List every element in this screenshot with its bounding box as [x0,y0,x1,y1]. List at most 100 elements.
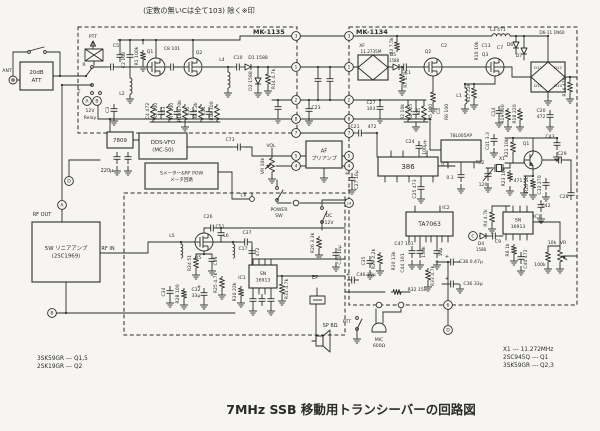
component-label: 10µ [438,248,444,257]
component-label: D4 [478,241,485,247]
component-label: R2 10k [400,104,406,120]
component-label: L6 [223,233,229,239]
component-label: ATT [32,78,43,84]
component-label: + [445,276,449,282]
component-label: R23 10k [501,167,507,186]
diagram-title: 7MHz SSB 移動用トランシーバーの回路図 [226,402,475,417]
pin-1 [344,62,354,72]
component-label: IC1 [238,275,246,281]
component-label: R26 3.3k [310,232,316,253]
component-label: SN [260,271,266,277]
linear-amp-box [31,221,101,283]
component-label: R5 100 [428,104,434,120]
component-label: Relay [84,115,97,121]
component-label: 11.2735M [361,49,382,54]
antenna-connector [8,75,18,85]
component-label: 150k [421,246,427,258]
component-label: 5 [295,154,298,160]
reg-7809-box [106,131,134,149]
pin-2 [344,95,354,105]
component-label: C24 [405,139,414,145]
component-label: 472 [537,114,546,120]
legend-left-line2: 2SK19GR --- Q2 [37,364,83,370]
component-label: R21 10k [504,138,510,157]
pin-C [468,231,478,241]
component-label: C5 [416,108,422,114]
component-label: 220µ [101,168,115,174]
component-label: プリアンプ [311,155,337,162]
component-label: VR [560,240,567,246]
pin-6 [443,300,453,310]
component-label: Q5 [195,255,202,261]
legend-right-line1: X1 --- 11.272MHz [503,347,553,353]
reg-78l005-box [440,139,482,163]
component-label: 20dB [29,70,43,76]
component-label: C1 [405,70,411,76]
component-label: 12V [325,220,335,226]
component-label: D1 1588 [248,55,268,61]
component-label: C8 101 [164,46,180,52]
component-label: C21 [350,124,359,130]
component-label: R [82,62,86,68]
legend-right-line3: 3SK59GR --- Q2,3 [503,363,554,369]
component-label: 120 [479,182,488,188]
pin-7 [291,128,301,138]
component-label: R13 100 [209,101,215,120]
component-label: C32 270 [537,175,543,194]
component-label: B [95,99,98,105]
component-label: Q1 [147,49,154,55]
component-label: D2 1588 [248,71,254,91]
component-label: 1588 [476,247,487,252]
component-label: + [345,171,349,177]
component-label: T [77,89,81,95]
legend-left-line1: 3SK59GR --- Q1,5 [37,356,88,362]
component-label: SN [515,217,521,223]
component-label: AF [321,149,328,155]
component-label: R24 51 [187,255,193,271]
component-label: C29 [557,151,566,157]
component-label: 7809 [113,138,127,144]
component-label: C46 10µ [356,272,375,278]
component-label: C26 [203,214,212,220]
component-label: + [423,139,427,145]
component-label: DDS-VFO [151,140,175,146]
component-label: 0.1 [446,175,453,181]
component-label: A [60,203,64,209]
component-label: 2 [295,98,298,104]
component-label: D6 [507,42,514,48]
component-label: L3 471 [490,27,506,33]
component-label: X1 [499,156,505,162]
component-label: R30 22k [232,282,238,301]
pin-5 [344,151,354,161]
test-point [249,196,255,202]
component-label: 600Ω [373,343,386,349]
component-label: R30 13k [391,251,397,270]
component-label: VOL [266,143,276,149]
component-label: R29 2.2k [371,248,377,269]
component-label: R18 220 [512,104,518,123]
component-label: D14 [554,83,562,88]
component-label: POWER [270,207,288,213]
pin-5 [291,151,301,161]
component-label: 5W リニアアンプ [45,245,88,252]
component-label: 33µ [192,293,201,299]
component-label: 8 [295,117,298,123]
component-label: L2 [119,91,125,97]
component-label: C73 [225,137,234,143]
pin-D [64,176,74,186]
component-label: PTT [89,34,97,40]
component-label: 7 [348,131,351,137]
component-label: R8 2.2k [193,102,199,120]
af-preamp-box [305,140,343,169]
component-label: 10k [548,240,557,246]
component-label: C43 [545,134,554,140]
att-box [19,61,54,91]
component-label: 16913 [511,224,526,230]
component-label: EP [312,275,318,281]
component-label: 4 [295,164,298,170]
component-label: R10 470k [177,100,183,122]
component-label: R5 100 [153,103,159,119]
component-label: 103 [367,106,376,112]
component-label: C40 472 [523,249,529,268]
